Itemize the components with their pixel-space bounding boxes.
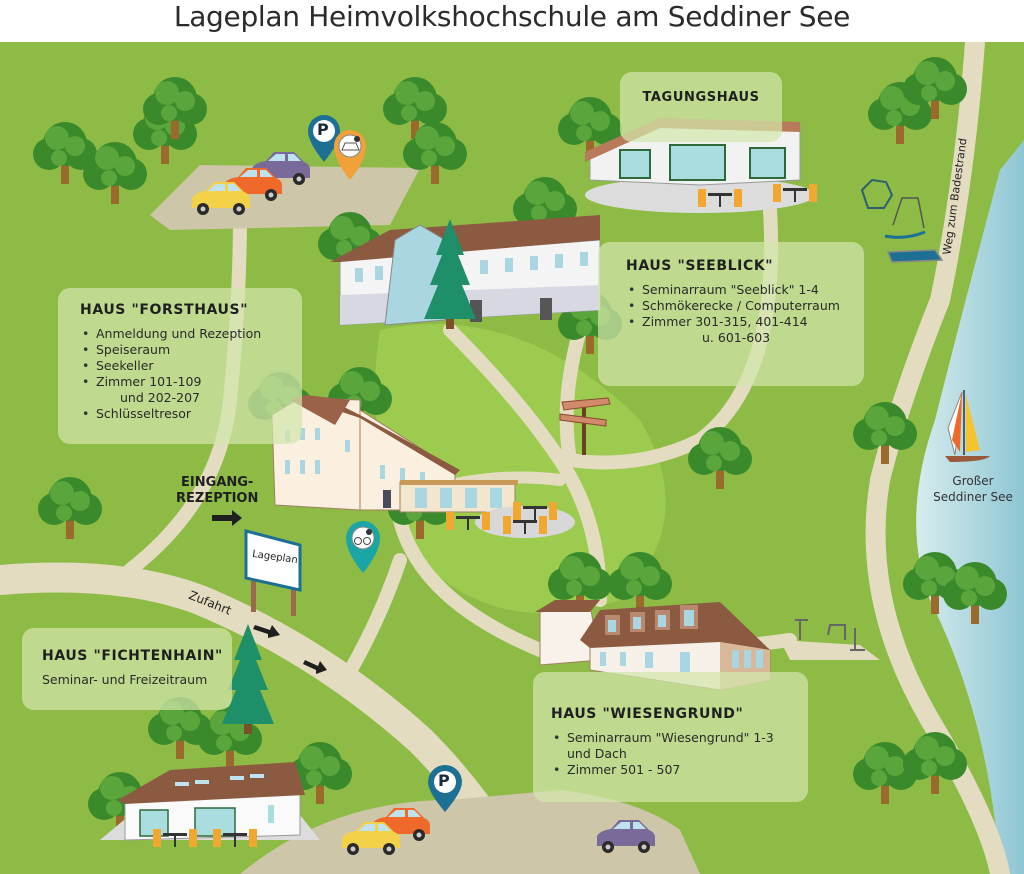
bike-pin[interactable] bbox=[346, 521, 380, 573]
lake-label: Großer Seddiner See bbox=[933, 474, 1013, 504]
tagungshaus-heading: TAGUNGSHAUS bbox=[642, 90, 760, 105]
building-forsthaus[interactable] bbox=[271, 395, 575, 538]
parking-pin-top-letter: P bbox=[317, 120, 329, 139]
seeblick-item: Schmökerecke / Computerraum bbox=[628, 298, 864, 314]
lageplan-signboard bbox=[244, 529, 302, 616]
forsthaus-heading: HAUS "FORSTHAUS" bbox=[80, 302, 249, 318]
forsthaus-item: Anmeldung und Rezeption bbox=[82, 326, 302, 342]
lake bbox=[916, 140, 1024, 874]
signpost-icon bbox=[559, 397, 611, 455]
entrance-label: EINGANG- REZEPTION bbox=[176, 475, 259, 506]
wiesengrund-heading: HAUS "WIESENGRUND" bbox=[551, 706, 744, 722]
wiesengrund-item: Zimmer 501 - 507 bbox=[553, 762, 808, 778]
panel-fichtenhain: HAUS "FICHTENHAIN" Seminar- und Freizeit… bbox=[22, 628, 232, 710]
playground bbox=[860, 178, 944, 263]
panel-wiesengrund: HAUS "WIESENGRUND" Seminarraum "Wiesengr… bbox=[533, 672, 808, 802]
panel-forsthaus: HAUS "FORSTHAUS" Anmeldung und Rezeption… bbox=[58, 288, 302, 444]
seeblick-item: Seminarraum "Seeblick" 1-4 bbox=[628, 282, 864, 298]
parking-pin-bottom-letter: P bbox=[438, 771, 450, 790]
forsthaus-item: Seekeller bbox=[82, 358, 302, 374]
direction-arrows bbox=[212, 510, 327, 674]
fichtenhain-description: Seminar- und Freizeitraum bbox=[42, 672, 208, 687]
sailboat-icon bbox=[945, 390, 990, 462]
parking-pin-bottom[interactable] bbox=[428, 765, 462, 812]
panel-seeblick: HAUS "SEEBLICK" Seminarraum "Seeblick" 1… bbox=[598, 242, 864, 386]
site-map bbox=[0, 42, 1024, 874]
map-title: Lageplan Heimvolkshochschule am Seddiner… bbox=[0, 0, 1024, 44]
forsthaus-item: Speiseraum bbox=[82, 342, 302, 358]
panel-tagungshaus: TAGUNGSHAUS bbox=[620, 72, 782, 142]
seeblick-heading: HAUS "SEEBLICK" bbox=[626, 258, 774, 274]
building-seeblick[interactable] bbox=[330, 215, 601, 329]
building-fichtenhain[interactable] bbox=[100, 624, 320, 847]
parking-pin-top[interactable] bbox=[307, 82, 341, 162]
ev-charging-pin[interactable] bbox=[334, 130, 366, 180]
forsthaus-item: Schlüsseltresor bbox=[82, 406, 302, 422]
fichtenhain-heading: HAUS "FICHTENHAIN" bbox=[42, 648, 223, 664]
